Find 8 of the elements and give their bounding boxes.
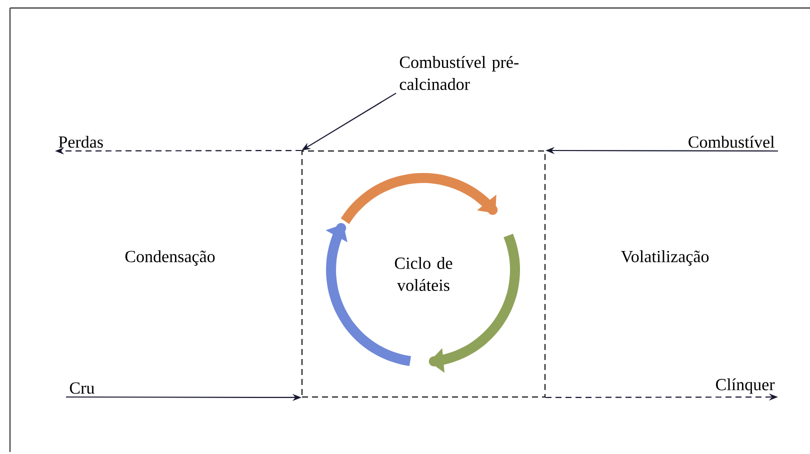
flow-label: Perdas <box>58 136 103 148</box>
flow-label: Combustível <box>688 136 774 148</box>
flow-label: Combustível pré-calcinador <box>400 56 519 90</box>
region-label: Condensação <box>125 250 215 266</box>
region-label: Volatilização <box>620 250 709 266</box>
dashed-region-box: Ciclo de voláteis <box>302 150 546 398</box>
flow-label: Clínquer <box>716 378 775 394</box>
flow-label: Cru <box>70 382 94 394</box>
